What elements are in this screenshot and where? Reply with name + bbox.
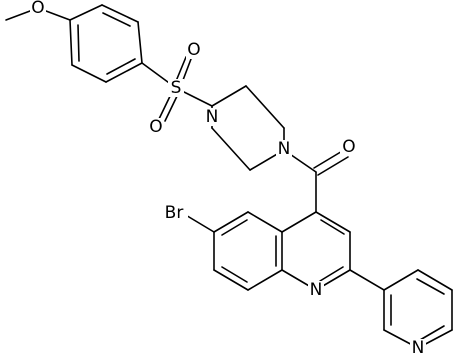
- quinoline-nitrogen-label: N: [310, 280, 323, 300]
- bond-q-c4a-c4: [281, 211, 317, 233]
- bond-b-c7-c8: [213, 269, 249, 291]
- bond-q-inner-1: [320, 219, 345, 235]
- bond-pip-e: [211, 127, 251, 171]
- bond-c6-br: [183, 213, 215, 233]
- bromine-label: Br: [165, 203, 184, 223]
- bond-ring1-a: [69, 4, 103, 21]
- atom-labels: O S O O N N O Br N N: [30, 0, 426, 357]
- bond-pip-b: [245, 85, 285, 129]
- bond-ring1-f: [69, 19, 73, 66]
- bond-co-b: [317, 156, 349, 176]
- bond-ring1-inner-1: [102, 12, 131, 27]
- bond-co-a: [313, 149, 345, 169]
- carbonyl-oxygen-label: O: [342, 137, 355, 157]
- bond-ring1-d: [105, 62, 143, 83]
- bond-b-c5-c6: [213, 211, 249, 233]
- sulfonyl-oxygen-top-label: O: [187, 40, 200, 60]
- bond-b-inner-3: [221, 266, 248, 283]
- methoxy-oxygen-label: O: [31, 0, 44, 18]
- bond-ring1-c: [137, 21, 143, 64]
- bond-ring1-inner-2: [106, 58, 136, 75]
- bond-b-inner-2: [221, 219, 248, 236]
- sulfonyl-oxygen-bottom-label: O: [149, 117, 162, 137]
- bond-q-inner-2: [319, 266, 344, 282]
- piperazine-n4-label: N: [278, 139, 291, 159]
- bonds: [5, 4, 453, 349]
- bond-ring1-e: [71, 64, 107, 83]
- bond-py-inner-2: [419, 325, 445, 341]
- bond-pip-a: [211, 85, 247, 107]
- piperazine-n1-label: N: [206, 107, 219, 127]
- sulfur-label: S: [171, 78, 182, 98]
- bond-py-inner-1: [416, 278, 445, 295]
- bond-c2-pyridyl: [349, 269, 385, 291]
- bond-b-c4a-c5: [247, 211, 283, 233]
- bond-b-c8-c8a: [247, 269, 283, 291]
- bond-ring1-b: [101, 4, 139, 23]
- bond-q-c4-c3: [315, 211, 351, 233]
- bond-py-b: [417, 269, 453, 291]
- bond-py-a: [383, 269, 419, 291]
- pyridine-nitrogen-label: N: [412, 338, 425, 357]
- bond-ring1-inner-3: [77, 24, 80, 62]
